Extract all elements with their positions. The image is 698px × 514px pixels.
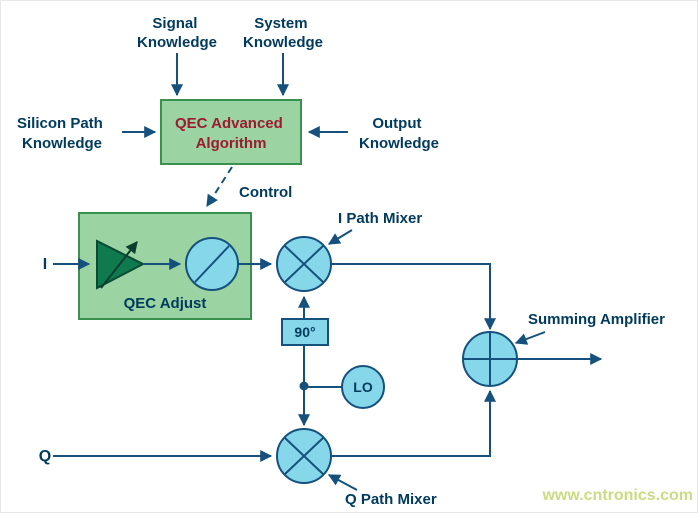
output-knowledge-label: Output Knowledge [359, 115, 439, 152]
q-path-mixer-label: Q Path Mixer [345, 491, 437, 508]
variable-gain-arrow [100, 241, 138, 289]
qec-algorithm-box [160, 99, 302, 165]
q-input-label: Q [39, 448, 51, 465]
control-label: Control [239, 184, 292, 201]
i-path-mixer-label: I Path Mixer [338, 210, 422, 227]
q-path-mixer-pointer [327, 474, 358, 491]
phase-adjust-slash [194, 245, 230, 283]
phase-90-label: 90° [294, 324, 315, 340]
summing-amplifier-label: Summing Amplifier [528, 311, 665, 328]
i-path-mixer-pointer [327, 229, 353, 245]
i-input-label: I [43, 256, 47, 273]
control-dashed-arrow [206, 166, 233, 208]
summing-amplifier-pointer [514, 331, 546, 345]
lo-node [341, 365, 385, 409]
silicon-path-knowledge-label: Silicon Path Knowledge [17, 115, 107, 152]
qmixer-to-summer-wire [331, 389, 496, 457]
qec-adjust-label: QEC Adjust [124, 295, 207, 312]
system-knowledge-label: System Knowledge [243, 15, 323, 51]
i-mixer-x2 [284, 245, 324, 283]
watermark-text: www.cntronics.com [541, 487, 693, 504]
lo-label: LO [353, 379, 373, 395]
signal-knowledge-label: Signal Knowledge [137, 15, 217, 51]
q-mixer-x2 [284, 437, 324, 475]
qec-algorithm-label: QEC Advanced Algorithm [175, 115, 287, 152]
imixer-to-summer-wire [331, 263, 496, 331]
phase-90-box [281, 318, 329, 346]
